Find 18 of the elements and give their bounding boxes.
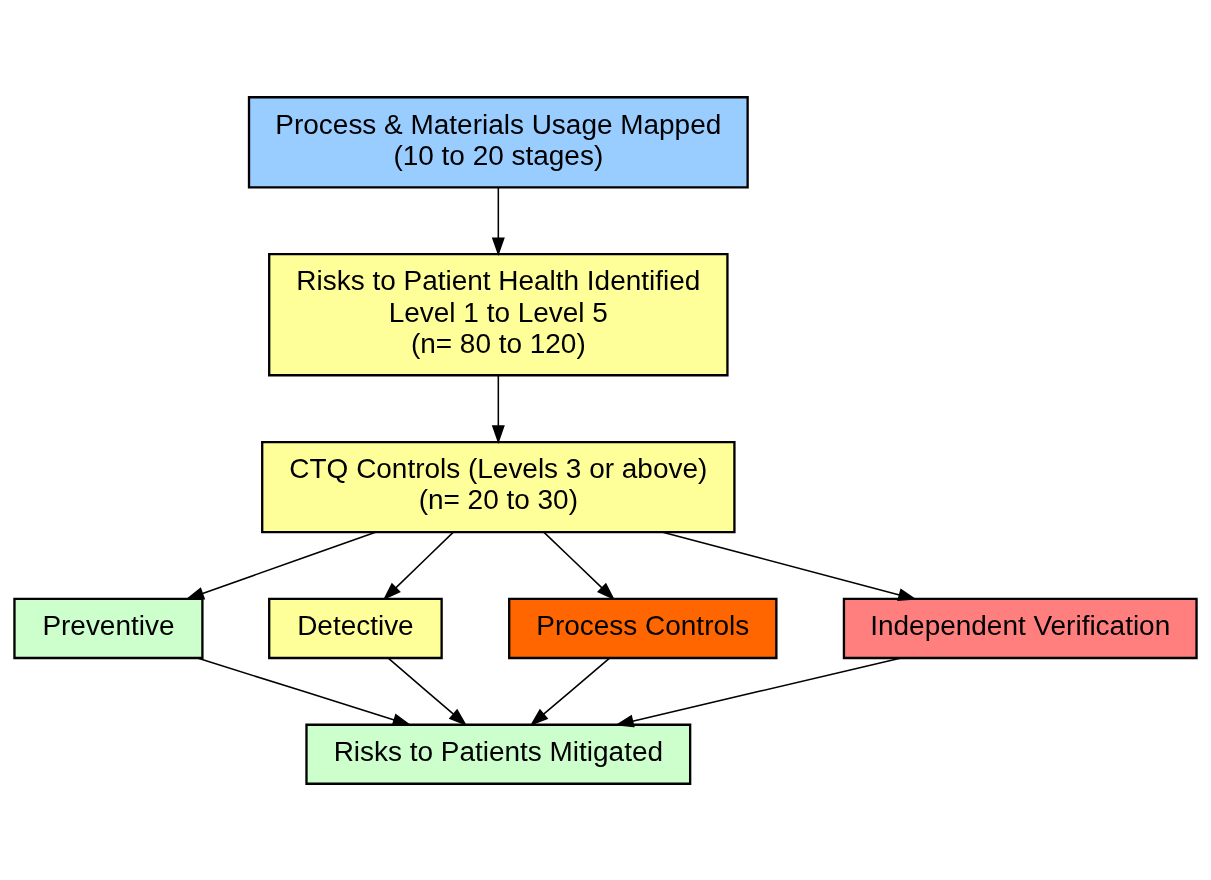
arrow xyxy=(529,657,611,726)
node-box: Risks to Patients Mitigated xyxy=(305,723,692,785)
node-box: Process & Materials Usage Mapped (10 to 20 stages) xyxy=(247,95,749,188)
arrow xyxy=(615,656,902,727)
arrow xyxy=(491,186,505,256)
node-box: Detective xyxy=(268,597,443,659)
node-box: Preventive xyxy=(13,597,204,659)
node-box: CTQ Controls (Levels 3 or above) (n= 20 to 30) xyxy=(261,440,736,533)
arrow xyxy=(491,374,505,444)
arrow xyxy=(382,531,454,600)
node-box: Independent Verification xyxy=(842,597,1198,659)
arrow xyxy=(661,530,917,601)
node-box: Risks to Patient Health Identified Level 1 to Level 5 (n= 80 to 120) xyxy=(268,252,729,376)
arrow xyxy=(185,530,377,600)
arrow xyxy=(543,531,615,600)
arrow xyxy=(196,656,412,726)
arrow xyxy=(387,657,468,726)
node-box: Process Controls xyxy=(508,597,778,659)
